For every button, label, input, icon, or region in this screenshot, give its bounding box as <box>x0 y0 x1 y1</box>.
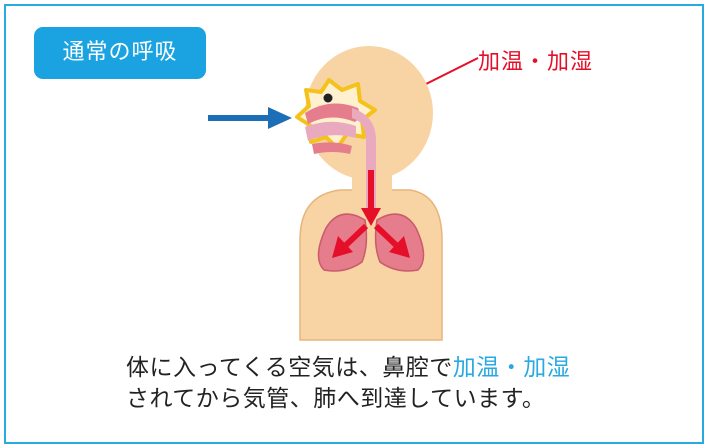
air-intake-arrow-head <box>268 107 292 129</box>
explanation-caption: 体に入ってくる空気は、鼻腔で加温・加湿 されてから気管、肺へ到達しています。 <box>126 353 646 415</box>
breathing-illustration <box>208 46 479 341</box>
caption-line-2: されてから気管、肺へ到達しています。 <box>126 386 546 412</box>
caption-line-1: 体に入ってくる空気は、鼻腔で加温・加湿 <box>126 353 646 384</box>
airflow-left-arrow-shaft <box>342 223 369 249</box>
warming-humidifying-label: 加温・加湿 <box>478 50 594 75</box>
normal-breathing-badge: 通常の呼吸 <box>34 27 206 79</box>
airflow-down-arrow-head <box>361 208 381 226</box>
nasal-cavity-lower <box>312 142 352 154</box>
eye-dot <box>323 93 333 103</box>
nasal-cavity-middle <box>305 121 356 141</box>
caption-line-1-text: 体に入ってくる空気は、鼻腔で <box>126 355 453 381</box>
nasal-cavity-upper <box>305 103 360 124</box>
airflow-right-arrow-shaft <box>373 223 400 249</box>
airflow-left-arrow-head <box>332 236 353 258</box>
caption-highlight: 加温・加湿 <box>452 355 571 381</box>
airflow-right-arrow-head <box>389 236 410 258</box>
